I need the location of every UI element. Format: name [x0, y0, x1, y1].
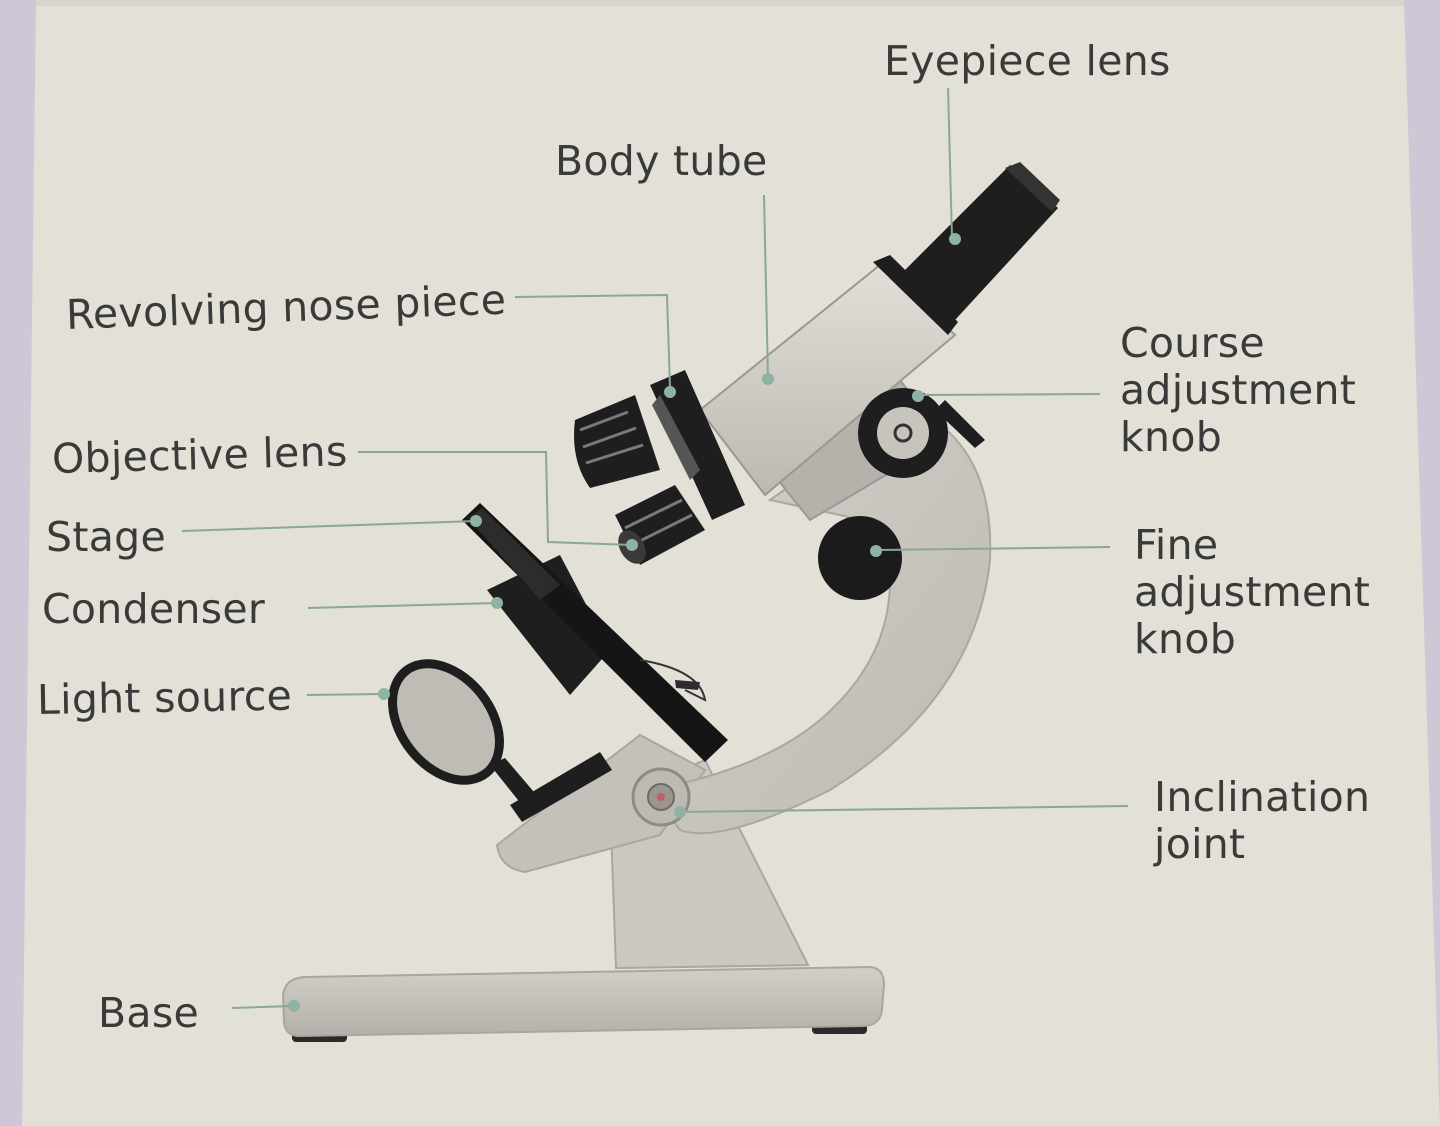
dot-light-source — [378, 688, 390, 700]
leader-base — [231, 1005, 293, 1009]
leader-inclination — [679, 805, 1129, 813]
label-fine-line-3: knob — [1134, 615, 1237, 663]
label-light-source: Light source — [36, 671, 293, 724]
leader-light-source — [306, 693, 383, 696]
label-body-tube: Body tube — [555, 137, 768, 185]
label-fine-adjustment-knob: Fine adjustment knob — [1134, 522, 1370, 663]
label-stage: Stage — [46, 513, 166, 561]
microscope-stage — [462, 503, 728, 762]
label-fine-line-2: adjustment — [1134, 568, 1371, 616]
label-coarse-adjustment-knob: Course adjustment knob — [1120, 320, 1356, 461]
leader-condenser — [307, 602, 498, 609]
dot-objective — [626, 539, 638, 551]
leader-stage — [181, 520, 477, 532]
dot-stage — [470, 515, 482, 527]
leader-nose-piece — [514, 293, 671, 389]
label-inclination-line-1: Inclination — [1154, 773, 1371, 821]
label-eyepiece-lens: Eyepiece lens — [884, 37, 1171, 85]
dot-coarse — [912, 390, 924, 402]
label-base: Base — [98, 989, 200, 1037]
coarse-adjustment-knob — [858, 388, 985, 478]
condenser-body — [487, 555, 610, 695]
light-source-mirror — [388, 659, 612, 822]
dot-inclination — [674, 806, 686, 818]
label-coarse-line-3: knob — [1120, 413, 1223, 461]
fine-adjustment-knob — [818, 516, 902, 600]
dot-base — [288, 1000, 300, 1012]
label-condenser: Condenser — [42, 585, 266, 633]
leader-fine — [875, 546, 1111, 551]
leader-objective — [358, 451, 633, 546]
label-inclination-line-2: joint — [1154, 820, 1246, 868]
leader-coarse — [917, 393, 1101, 396]
label-coarse-line-1: Course — [1120, 319, 1265, 367]
dot-body-tube — [762, 373, 774, 385]
dot-nose-piece — [664, 386, 676, 398]
label-fine-line-1: Fine — [1134, 521, 1219, 569]
paper-sheet — [22, 0, 1440, 1126]
paper-top-edge — [36, 0, 1404, 6]
label-inclination-joint: Inclination joint — [1154, 774, 1370, 868]
leader-dots — [288, 233, 961, 1012]
dot-eyepiece — [949, 233, 961, 245]
leader-body-tube — [763, 194, 769, 379]
label-coarse-line-2: adjustment — [1120, 366, 1357, 414]
microscope-base — [281, 965, 886, 1042]
leader-eyepiece — [947, 87, 953, 239]
leader-lines — [181, 87, 1129, 1009]
revolving-nose-piece — [650, 370, 745, 520]
label-objective-lens: Objective lens — [51, 427, 349, 483]
dot-fine — [870, 545, 882, 557]
dot-condenser — [491, 597, 503, 609]
